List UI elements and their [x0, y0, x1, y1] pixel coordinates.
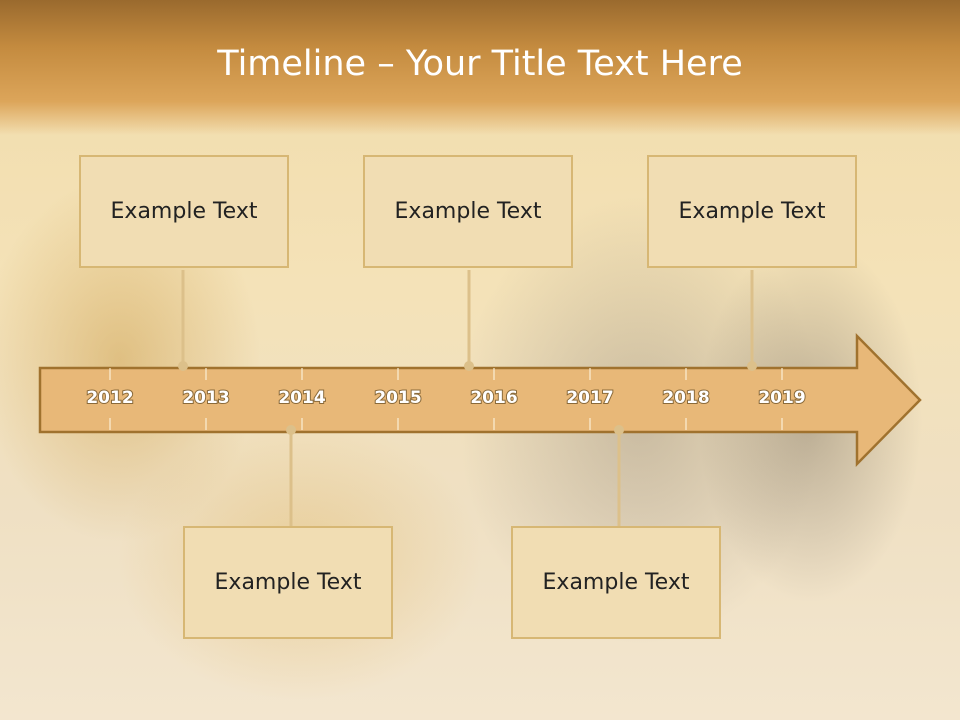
title-band: [0, 0, 960, 135]
year-label: 2018: [662, 388, 709, 408]
year-label: 2014: [278, 388, 325, 408]
year-label: 2016: [470, 388, 517, 408]
event-box-bottom-2: Example Text: [511, 526, 721, 639]
year-label: 2017: [566, 388, 613, 408]
connector-dot: [464, 361, 474, 371]
event-box-top-1: Example Text: [79, 155, 289, 268]
year-label: 2012: [86, 388, 133, 408]
connector-dot: [747, 361, 757, 371]
year-ticks: [109, 368, 783, 430]
timeline-arrow: [38, 332, 922, 468]
event-box-top-3: Example Text: [647, 155, 857, 268]
slide-title: Timeline – Your Title Text Here: [217, 44, 743, 84]
event-box-top-2: Example Text: [363, 155, 573, 268]
connector-dot: [178, 361, 188, 371]
year-label: 2013: [182, 388, 229, 408]
year-label: 2019: [758, 388, 805, 408]
connector-dot: [614, 425, 624, 435]
event-box-bottom-1: Example Text: [183, 526, 393, 639]
year-label: 2015: [374, 388, 421, 408]
connector-dot: [286, 425, 296, 435]
